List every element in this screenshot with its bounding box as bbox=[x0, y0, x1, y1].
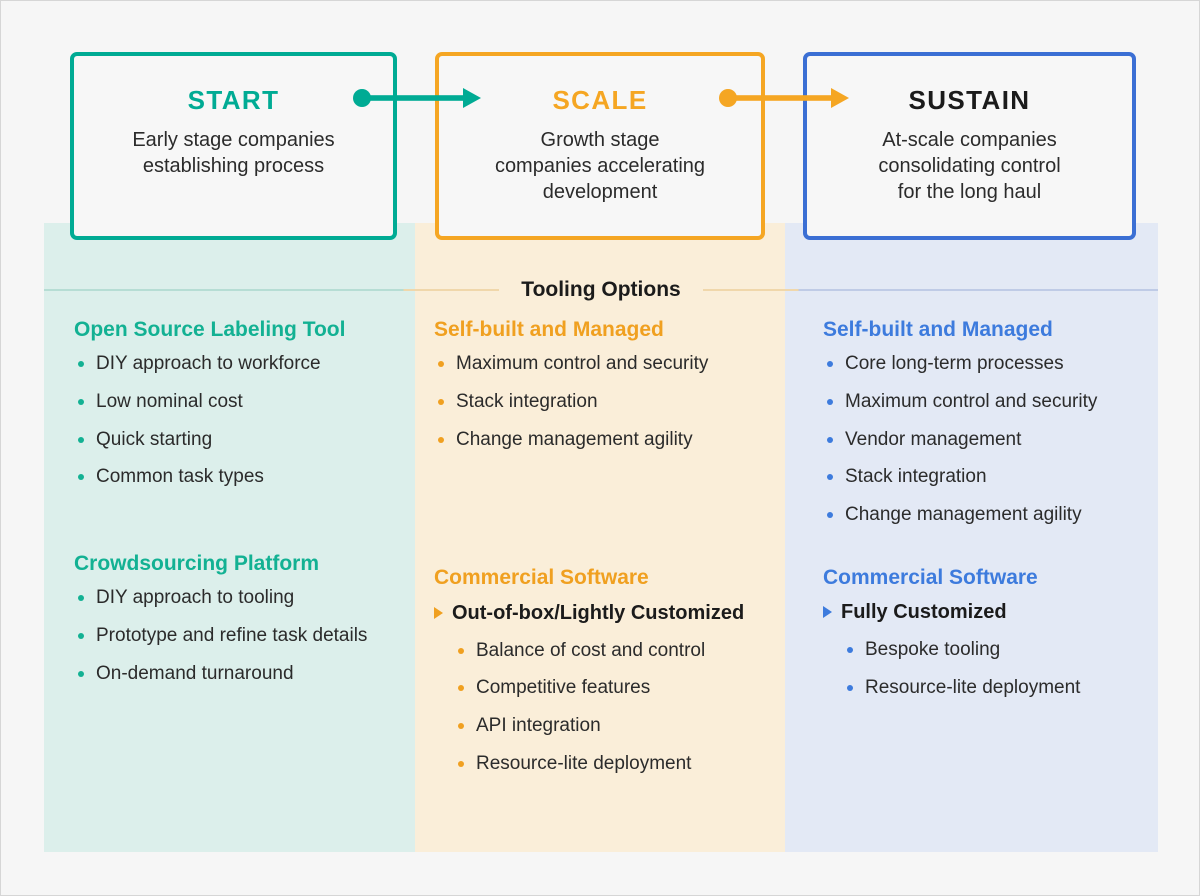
list-item: Stack integration bbox=[434, 390, 771, 414]
bullet-list: DIY approach to tooling Prototype and re… bbox=[74, 586, 401, 685]
stage-title-start: START bbox=[187, 85, 280, 115]
stage-card-sustain: SUSTAIN At-scale companies consolidating… bbox=[803, 52, 1136, 240]
group-heading: Self-built and Managed bbox=[434, 318, 664, 341]
list-item: Low nominal cost bbox=[74, 390, 401, 414]
subgroup-out-of-box: Out-of-box/Lightly Customized Balance of… bbox=[434, 601, 771, 776]
arrow-right-icon bbox=[353, 88, 481, 108]
bullet-list: Balance of cost and control Competitive … bbox=[434, 639, 771, 776]
list-item: Quick starting bbox=[74, 428, 401, 452]
group-heading: Commercial Software bbox=[434, 566, 649, 590]
subgroup-title: Fully Customized bbox=[823, 600, 1144, 624]
list-item: Bespoke tooling bbox=[843, 638, 1144, 662]
spacer bbox=[434, 465, 771, 565]
list-item: Maximum control and security bbox=[823, 390, 1144, 414]
list-item: Change management agility bbox=[434, 428, 771, 452]
connector-scale-to-sustain bbox=[719, 85, 849, 111]
group-heading: Commercial Software bbox=[823, 565, 1038, 589]
column-sustain: Self-built and Managed Core long-term pr… bbox=[785, 317, 1158, 790]
list-item: Prototype and refine task details bbox=[74, 624, 401, 648]
bullet-list: Maximum control and security Stack integ… bbox=[434, 352, 771, 451]
bullet-list: Core long-term processes Maximum control… bbox=[823, 352, 1144, 527]
list-item: Resource-lite deployment bbox=[454, 752, 771, 776]
group-commercial-software: Commercial Software Fully Customized Bes… bbox=[823, 565, 1144, 700]
bullet-list: DIY approach to workforce Low nominal co… bbox=[74, 352, 401, 489]
tooling-options-divider: Tooling Options bbox=[44, 273, 1159, 307]
stage-title-sustain: SUSTAIN bbox=[908, 85, 1031, 115]
spacer bbox=[823, 541, 1144, 565]
group-open-source-labeling-tool: Open Source Labeling Tool DIY approach t… bbox=[74, 317, 401, 489]
list-item: Stack integration bbox=[823, 465, 1144, 489]
subgroup-title: Out-of-box/Lightly Customized bbox=[434, 601, 771, 625]
divider-label: Tooling Options bbox=[521, 278, 681, 301]
list-item: DIY approach to tooling bbox=[74, 586, 401, 610]
connector-start-to-scale bbox=[353, 85, 481, 111]
group-commercial-software: Commercial Software Out-of-box/Lightly C… bbox=[434, 565, 771, 775]
list-item: Competitive features bbox=[454, 676, 771, 700]
divider-line-left bbox=[44, 289, 500, 291]
list-item: Vendor management bbox=[823, 428, 1144, 452]
group-self-built-and-managed: Self-built and Managed Core long-term pr… bbox=[823, 317, 1144, 527]
stage-description-scale: Growth stage companies accelerating deve… bbox=[494, 128, 706, 204]
group-self-built-and-managed: Self-built and Managed Maximum control a… bbox=[434, 317, 771, 451]
list-item: Balance of cost and control bbox=[454, 639, 771, 663]
stage-card-start: START Early stage companies establishing… bbox=[70, 52, 397, 240]
stage-card-scale: SCALE Growth stage companies acceleratin… bbox=[435, 52, 765, 240]
group-heading: Self-built and Managed bbox=[823, 318, 1053, 341]
column-scale: Self-built and Managed Maximum control a… bbox=[415, 317, 785, 790]
group-heading: Crowdsourcing Platform bbox=[74, 552, 320, 576]
list-item: Change management agility bbox=[823, 503, 1144, 527]
arrow-right-icon bbox=[719, 88, 849, 108]
list-item: Maximum control and security bbox=[434, 352, 771, 376]
bullet-list: Bespoke tooling Resource-lite deployment bbox=[823, 638, 1144, 700]
tooling-columns: Open Source Labeling Tool DIY approach t… bbox=[44, 317, 1158, 790]
list-item: Core long-term processes bbox=[823, 352, 1144, 376]
stage-description-start: Early stage companies establishing proce… bbox=[132, 128, 335, 177]
spacer bbox=[74, 503, 401, 551]
list-item: API integration bbox=[454, 714, 771, 738]
stage-description-sustain: At-scale companies consolidating control… bbox=[878, 128, 1061, 204]
list-item: Common task types bbox=[74, 465, 401, 489]
list-item: On-demand turnaround bbox=[74, 662, 401, 686]
list-item: DIY approach to workforce bbox=[74, 352, 401, 376]
column-start: Open Source Labeling Tool DIY approach t… bbox=[44, 317, 415, 790]
subgroup-fully-customized: Fully Customized Bespoke tooling Resourc… bbox=[823, 600, 1144, 700]
group-heading: Open Source Labeling Tool bbox=[74, 318, 346, 341]
list-item: Resource-lite deployment bbox=[843, 676, 1144, 700]
group-crowdsourcing-platform: Crowdsourcing Platform DIY approach to t… bbox=[74, 551, 401, 685]
divider-line-right bbox=[702, 289, 1159, 291]
stage-title-scale: SCALE bbox=[552, 85, 648, 115]
